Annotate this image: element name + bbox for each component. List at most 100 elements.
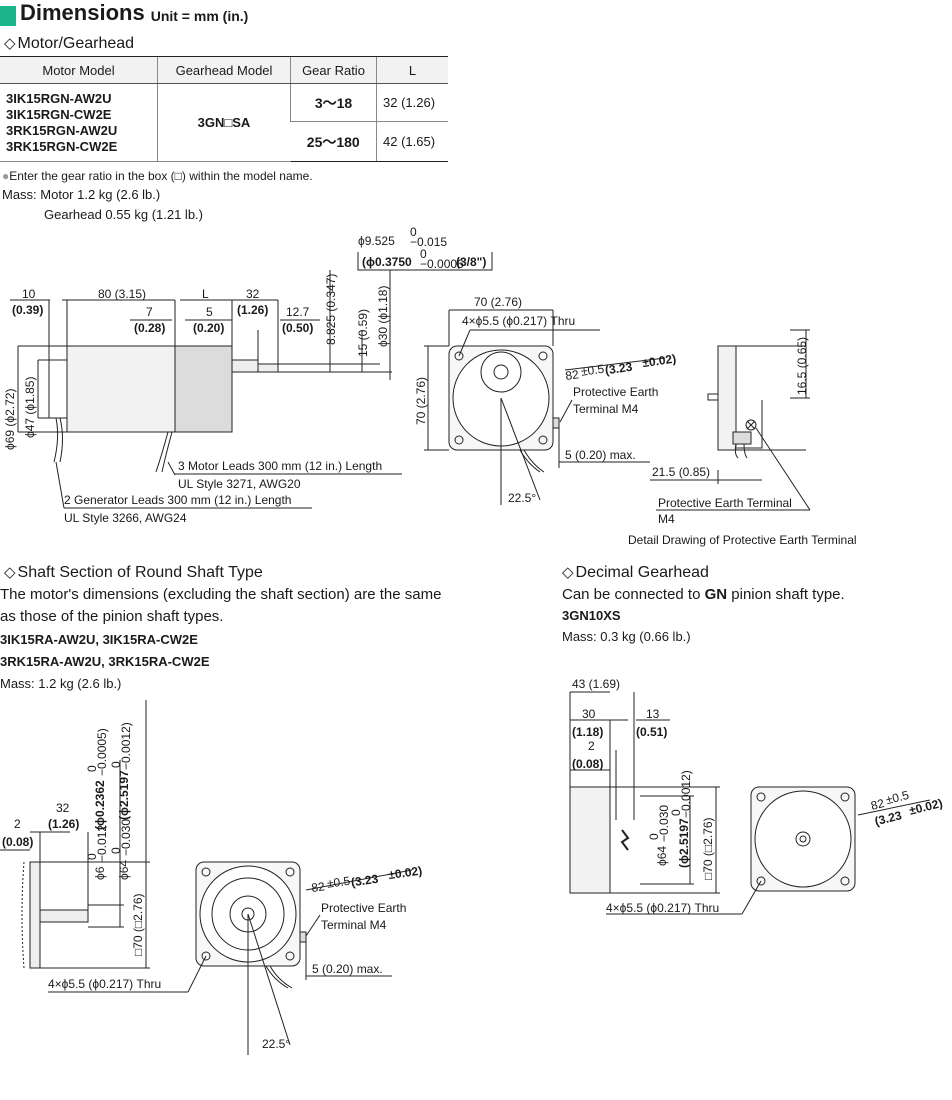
svg-text:4×ϕ5.5 (ϕ0.217) Thru: 4×ϕ5.5 (ϕ0.217) Thru xyxy=(606,901,719,915)
decimal-model: 3GN10XS xyxy=(562,608,621,623)
bullet-icon: ● xyxy=(2,169,10,183)
unit-label: Unit = mm (in.) xyxy=(150,8,249,24)
side-view-dimension-lines xyxy=(10,252,493,509)
svg-text:13: 13 xyxy=(646,707,660,721)
svg-text:(3/8"): (3/8") xyxy=(456,255,486,269)
svg-text:80 (3.15): 80 (3.15) xyxy=(98,287,146,301)
gear-ratio: 3～18 xyxy=(290,83,377,122)
svg-text:(ϕ0.2362: (ϕ0.2362 xyxy=(93,780,107,830)
diamond-icon: ◇ xyxy=(562,564,574,581)
svg-text:0: 0 xyxy=(109,761,123,768)
front-view-1-labels: 70 (2.76) 4×ϕ5.5 (ϕ0.217) Thru 82 ±0.5 (… xyxy=(414,295,677,505)
svg-text:(0.51): (0.51) xyxy=(636,725,667,739)
table-row: 25～180 42 (1.65) xyxy=(0,121,448,162)
svg-text:0: 0 xyxy=(420,247,427,261)
length-value: 32 (1.26) xyxy=(376,83,448,122)
svg-text:0: 0 xyxy=(85,853,99,860)
svg-text:±0.5: ±0.5 xyxy=(326,874,351,891)
svg-text:2: 2 xyxy=(14,817,21,831)
svg-text:−0.0005): −0.0005) xyxy=(95,728,109,776)
svg-text:70 (2.76): 70 (2.76) xyxy=(474,295,522,309)
svg-text:22.5°: 22.5° xyxy=(508,491,536,505)
spec-table: Motor Model Gearhead Model Gear Ratio L … xyxy=(0,56,448,162)
decimal-gearhead-front-view xyxy=(606,786,931,915)
svg-text:Protective Earth Terminal: Protective Earth Terminal xyxy=(658,496,792,510)
svg-text:32: 32 xyxy=(246,287,260,301)
svg-text:±0.02): ±0.02) xyxy=(641,352,677,371)
round-shaft-heading: ◇Shaft Section of Round Shaft Type xyxy=(4,564,263,581)
svg-text:ϕ30 (ϕ1.18): ϕ30 (ϕ1.18) xyxy=(376,286,390,347)
svg-text:ϕ64: ϕ64 xyxy=(655,846,669,866)
svg-text:4×ϕ5.5 (ϕ0.217) Thru: 4×ϕ5.5 (ϕ0.217) Thru xyxy=(48,977,161,991)
pe-terminal-detail xyxy=(650,329,811,511)
svg-text:(0.08): (0.08) xyxy=(2,835,33,849)
svg-text:−0.012: −0.012 xyxy=(95,825,109,862)
svg-text:16.5 (0.65): 16.5 (0.65) xyxy=(795,337,809,395)
svg-text:−0.015: −0.015 xyxy=(410,235,447,249)
svg-text:8.825 (0.347): 8.825 (0.347) xyxy=(324,274,338,345)
svg-text:Protective Earth: Protective Earth xyxy=(321,901,406,915)
svg-text:(0.20): (0.20) xyxy=(193,321,224,335)
svg-text:30: 30 xyxy=(582,707,596,721)
length-value: 42 (1.65) xyxy=(376,121,448,162)
svg-text:(0.08): (0.08) xyxy=(572,757,603,771)
front-view-1 xyxy=(424,309,666,505)
svg-text:2 Generator Leads 300 mm (12 i: 2 Generator Leads 300 mm (12 in.) Length xyxy=(64,493,291,507)
round-shaft-mass: Mass: 1.2 kg (2.6 lb.) xyxy=(0,676,122,691)
diamond-icon: ◇ xyxy=(4,564,16,581)
svg-text:(1.26): (1.26) xyxy=(48,817,79,831)
svg-text:Detail Drawing of Protective E: Detail Drawing of Protective Earth Termi… xyxy=(628,533,857,547)
svg-text:70 (2.76): 70 (2.76) xyxy=(414,377,428,425)
svg-text:(1.26): (1.26) xyxy=(237,303,268,317)
svg-text:10: 10 xyxy=(22,287,36,301)
svg-text:−0.0012): −0.0012) xyxy=(119,722,133,770)
svg-text:0: 0 xyxy=(410,225,417,239)
round-shaft-models-2: 3RK15RA-AW2U, 3RK15RA-CW2E xyxy=(0,654,210,669)
round-shaft-front-view xyxy=(48,861,413,1055)
svg-text:22.5°: 22.5° xyxy=(262,1037,290,1051)
svg-text:5 (0.20) max.: 5 (0.20) max. xyxy=(565,448,636,462)
svg-text:7: 7 xyxy=(146,305,153,319)
svg-text:(ϕ2.5197: (ϕ2.5197 xyxy=(677,818,691,868)
svg-text:−0.030: −0.030 xyxy=(119,819,133,856)
mass-gearhead: Gearhead 0.55 kg (1.21 lb.) xyxy=(44,207,203,222)
svg-text:(0.39): (0.39) xyxy=(12,303,43,317)
svg-text:(3.23: (3.23 xyxy=(350,872,379,890)
round-shaft-models-1: 3IK15RA-AW2U, 3IK15RA-CW2E xyxy=(0,632,198,647)
col-header-motor-model: Motor Model xyxy=(0,56,158,84)
svg-text:(3.23: (3.23 xyxy=(604,360,633,378)
round-shaft-labels: 2 (0.08) 32 (1.26) ϕ6 0 −0.012 (ϕ0.2362 … xyxy=(2,722,423,1051)
round-shaft-side-view xyxy=(0,700,150,969)
svg-text:UL Style 3266, AWG24: UL Style 3266, AWG24 xyxy=(64,511,187,525)
svg-text:5 (0.20) max.: 5 (0.20) max. xyxy=(312,962,383,976)
svg-text:ϕ69 (ϕ2.72): ϕ69 (ϕ2.72) xyxy=(3,389,17,450)
svg-text:82: 82 xyxy=(869,796,886,813)
motor-side-view xyxy=(48,345,279,473)
svg-text:−0.030: −0.030 xyxy=(657,805,671,842)
decimal-desc: Can be connected to GN pinion shaft type… xyxy=(562,586,845,603)
svg-text:0: 0 xyxy=(85,765,99,772)
decimal-gearhead-heading: ◇Decimal Gearhead xyxy=(562,564,709,581)
svg-text:32: 32 xyxy=(56,801,70,815)
svg-text:ϕ9.525: ϕ9.525 xyxy=(358,234,395,248)
svg-text:4×ϕ5.5 (ϕ0.217) Thru: 4×ϕ5.5 (ϕ0.217) Thru xyxy=(462,314,575,328)
col-header-gear-ratio: Gear Ratio xyxy=(290,56,377,84)
col-header-gearhead-model: Gearhead Model xyxy=(157,56,291,84)
svg-text:ϕ6: ϕ6 xyxy=(93,866,107,880)
table-row: 3IK15RGN-AW2U 3IK15RGN-CW2E 3RK15RGN-AW2… xyxy=(0,83,448,162)
svg-text:43 (1.69): 43 (1.69) xyxy=(572,677,620,691)
gear-ratio: 25～180 xyxy=(290,121,377,162)
motor-gearhead-heading: ◇Motor/Gearhead xyxy=(4,35,135,52)
decimal-mass: Mass: 0.3 kg (0.66 lb.) xyxy=(562,629,691,644)
side-view-labels: ϕ9.525 0 −0.015 (ϕ0.3750 0 −0.0006 (3/8"… xyxy=(3,225,486,525)
note: ●Enter the gear ratio in the box (□) wit… xyxy=(2,169,313,183)
svg-text:(0.50): (0.50) xyxy=(282,321,313,335)
decimal-gearhead-side-view xyxy=(569,691,720,894)
svg-text:(1.18): (1.18) xyxy=(572,725,603,739)
svg-text:□70 (□2.76): □70 (□2.76) xyxy=(131,893,145,956)
svg-text:0: 0 xyxy=(669,809,683,816)
round-shaft-desc-2: as those of the pinion shaft types. xyxy=(0,608,224,625)
mass-motor: Mass: Motor 1.2 kg (2.6 lb.) xyxy=(2,187,161,202)
svg-text:±0.02): ±0.02) xyxy=(387,864,423,883)
